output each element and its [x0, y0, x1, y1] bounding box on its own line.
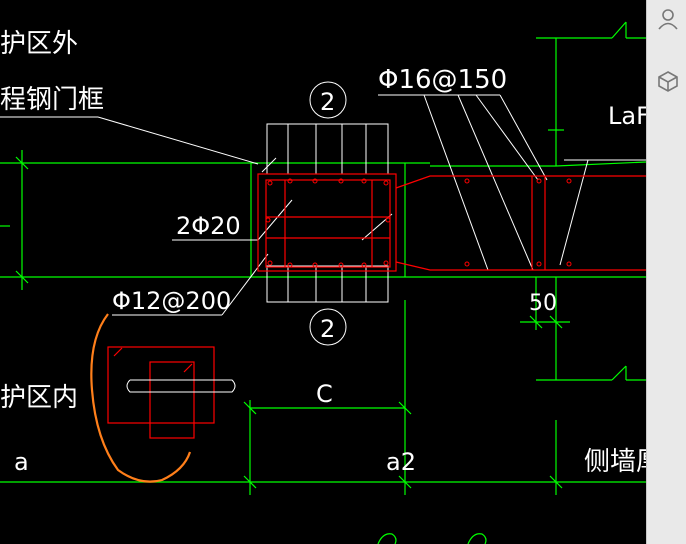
side-panel	[646, 0, 686, 544]
laf-label: LaF	[608, 102, 646, 130]
dim-50-label: 50	[529, 291, 557, 316]
green-structure-lines	[0, 21, 646, 544]
section-marker-bottom: 2	[320, 315, 335, 343]
outside-zone-label: 护区外	[0, 29, 78, 59]
user-icon[interactable]	[657, 8, 679, 30]
dim-a2-label: a2	[386, 448, 416, 476]
side-wall-label: 侧墙厚	[584, 447, 646, 477]
rebar-top-label: Φ16@150	[378, 65, 507, 95]
steel-frame-label: 程钢门框	[0, 85, 104, 115]
inside-zone-label: 护区内	[0, 383, 78, 413]
rebar-stirrup-label: Φ12@200	[112, 287, 231, 315]
rebar-mid-label: 2Φ20	[176, 212, 241, 240]
dim-c-label: C	[316, 380, 333, 408]
red-rebar-lines	[107, 173, 646, 439]
cube-icon[interactable]	[657, 70, 679, 92]
rebar-dots	[265, 178, 572, 268]
section-marker-top: 2	[320, 88, 335, 116]
cad-drawing-canvas[interactable]: 护区外 程钢门框 Φ16@150 2Φ20 Φ12@200 护区内 2 2 C …	[0, 0, 646, 544]
hook-bar	[126, 379, 236, 393]
orange-markup	[90, 313, 192, 483]
white-annotation-lines	[0, 81, 646, 346]
dim-a-label: a	[14, 448, 29, 476]
